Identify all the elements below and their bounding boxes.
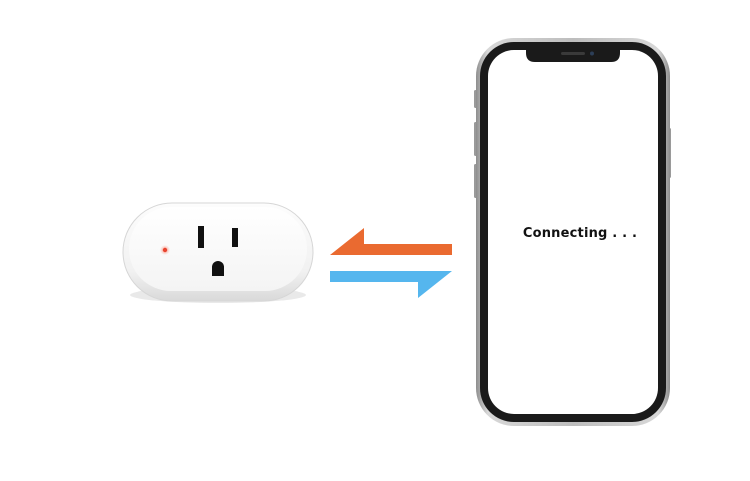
connection-status-text: Connecting . . . xyxy=(522,226,638,241)
arrow-left-icon xyxy=(330,228,452,255)
smartphone-icon xyxy=(474,38,671,426)
arrow-right-icon xyxy=(330,271,452,298)
status-led-icon xyxy=(160,245,170,255)
phone-notch xyxy=(526,50,620,62)
smart-plug-icon xyxy=(122,202,314,303)
